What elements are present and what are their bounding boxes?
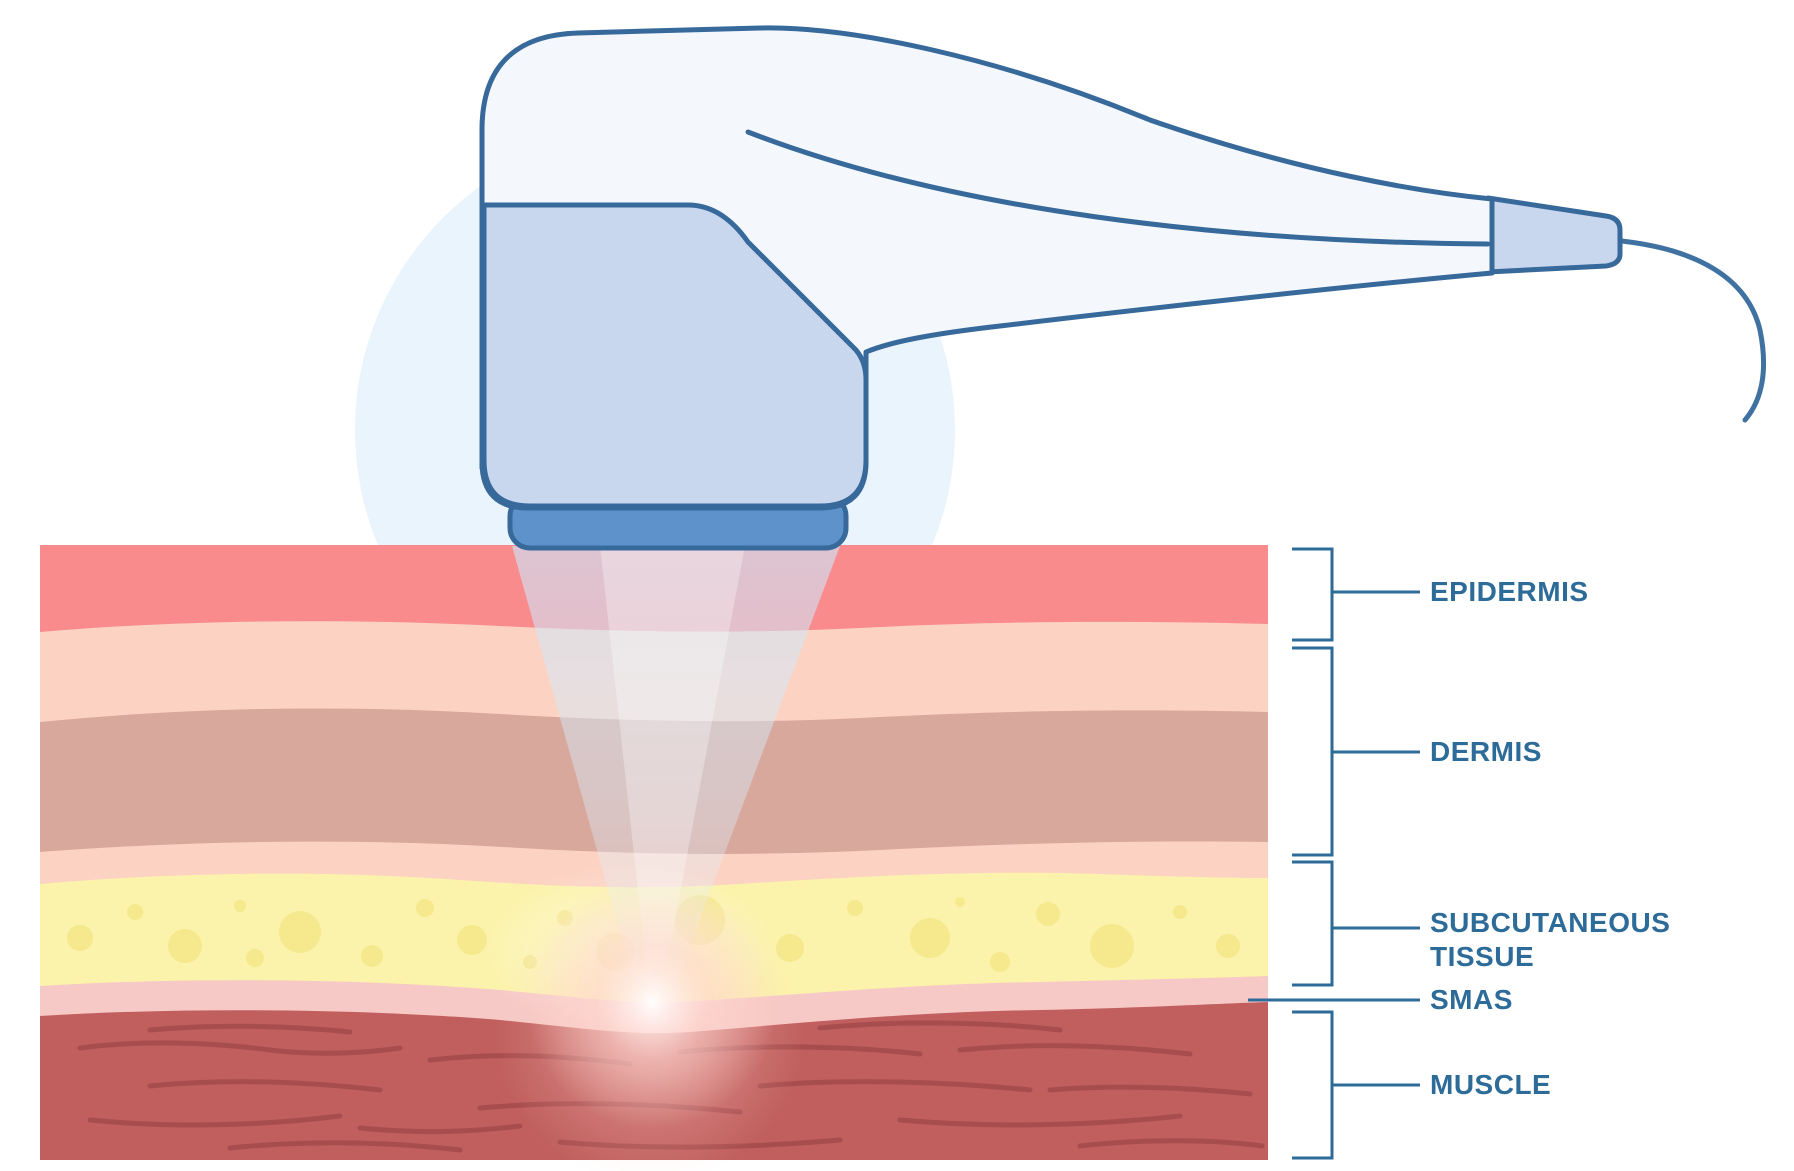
subcutaneous-label-line2: TISSUE xyxy=(1430,941,1534,972)
handle-crease-line xyxy=(745,129,1491,247)
layer-annotations: EPIDERMIS DERMIS SUBCUTANEOUS TISSUE SMA… xyxy=(1248,547,1670,1160)
focal-point-glow xyxy=(527,878,777,1128)
beam-cone xyxy=(512,546,840,1004)
ultrasound-handpiece xyxy=(479,25,1766,551)
muscle-bracket xyxy=(1292,1010,1334,1160)
dermis-bracket xyxy=(1292,646,1334,857)
muscle-label: MUSCLE xyxy=(1430,1069,1551,1100)
beam-highlight xyxy=(600,546,745,1000)
device-cable xyxy=(1609,237,1766,423)
subcutaneous-bracket xyxy=(1292,860,1334,987)
smas-label: SMAS xyxy=(1430,984,1513,1015)
device-connector xyxy=(1485,195,1623,275)
epidermis-label: EPIDERMIS xyxy=(1430,576,1589,607)
ultrasound-beam xyxy=(480,546,840,1171)
device-head xyxy=(481,202,869,509)
subcutaneous-label-line1: SUBCUTANEOUS xyxy=(1430,907,1670,938)
epidermis-bracket xyxy=(1292,547,1334,642)
dermis-label: DERMIS xyxy=(1430,736,1542,767)
